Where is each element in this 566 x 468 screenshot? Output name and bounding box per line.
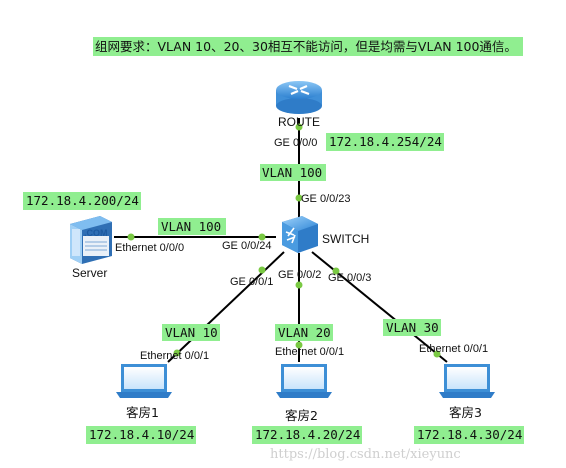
port-dot-pc3 xyxy=(433,350,441,358)
server-ip: 172.18.4.200/24 xyxy=(26,193,139,208)
pc3-switch-port: GE 0/0/3 xyxy=(328,272,371,284)
pc3-vlan-badge: VLAN 30 xyxy=(383,319,441,336)
link-switch-pc1 xyxy=(167,251,285,363)
router-ip: 172.18.4.254/24 xyxy=(329,134,442,149)
pc3-port: Ethernet 0/0/1 xyxy=(419,343,488,355)
pc2-vlan-badge: VLAN 20 xyxy=(275,324,333,341)
server-vlan-badge: VLAN 100 xyxy=(158,218,226,235)
pc1-icon xyxy=(116,364,172,398)
uplink-vlan: VLAN 100 xyxy=(262,165,322,180)
pc1-switch-port: GE 0/0/1 xyxy=(230,276,273,288)
server-ip-badge: 172.18.4.200/24 xyxy=(23,192,141,210)
port-dots xyxy=(127,123,441,358)
requirement-title: 组网要求：VLAN 10、20、30相互不能访问，但是均需与VLAN 100通信… xyxy=(93,37,523,56)
pc2-ip-badge: 172.18.4.20/24 xyxy=(252,426,362,444)
router-ip-badge: 172.18.4.254/24 xyxy=(326,133,444,151)
server-vlan: VLAN 100 xyxy=(161,219,221,234)
switch-icon xyxy=(282,216,318,253)
server-switch-port: GE 0/0/24 xyxy=(222,240,272,252)
port-dot-router xyxy=(295,123,303,131)
port-dot-switch-server xyxy=(258,233,266,241)
uplink-vlan-badge: VLAN 100 xyxy=(260,164,326,181)
port-dot-switch-pc3 xyxy=(332,267,340,275)
pc3-vlan: VLAN 30 xyxy=(386,320,439,335)
port-dot-switch-pc2 xyxy=(295,281,303,289)
pc2-port: Ethernet 0/0/1 xyxy=(275,346,344,358)
title-text: 组网要求：VLAN 10、20、30相互不能访问，但是均需与VLAN 100通信… xyxy=(95,39,517,54)
uplink-switch-port: GE 0/0/23 xyxy=(301,193,351,205)
port-dot-pc1 xyxy=(173,349,181,357)
pc1-port: Ethernet 0/0/1 xyxy=(140,350,209,362)
switch-label: SWITCH xyxy=(322,232,369,246)
port-dot-server xyxy=(127,233,135,241)
pc3-label: 客房3 xyxy=(449,405,482,420)
server-icon: .COM xyxy=(70,216,112,264)
server-port: Ethernet 0/0/0 xyxy=(115,242,184,254)
pc3-ip-badge: 172.18.4.30/24 xyxy=(414,426,524,444)
server-badge: .COM xyxy=(84,228,108,238)
router-label: ROUTE xyxy=(278,115,320,129)
pc1-ip-badge: 172.18.4.10/24 xyxy=(86,426,196,444)
pc3-ip: 172.18.4.30/24 xyxy=(417,427,522,442)
port-dot-pc2 xyxy=(295,341,303,349)
port-dot-switch-uplink xyxy=(295,194,303,202)
pc1-vlan: VLAN 10 xyxy=(165,325,218,340)
port-dot-switch-pc1 xyxy=(258,266,266,274)
pc1-ip: 172.18.4.10/24 xyxy=(89,427,194,442)
server-label: Server xyxy=(72,266,107,280)
router-icon xyxy=(276,81,322,114)
pc3-icon xyxy=(439,364,495,398)
pc2-icon xyxy=(276,364,332,398)
pc2-vlan: VLAN 20 xyxy=(278,325,331,340)
pc2-ip: 172.18.4.20/24 xyxy=(255,427,360,442)
pc2-label: 客房2 xyxy=(285,408,318,423)
router-port: GE 0/0/0 xyxy=(274,137,317,149)
pc2-switch-port: GE 0/0/2 xyxy=(278,269,321,281)
pc1-vlan-badge: VLAN 10 xyxy=(162,324,220,341)
watermark: https://blog.csdn.net/xieyunc xyxy=(270,447,461,462)
pc1-label: 客房1 xyxy=(126,405,159,420)
